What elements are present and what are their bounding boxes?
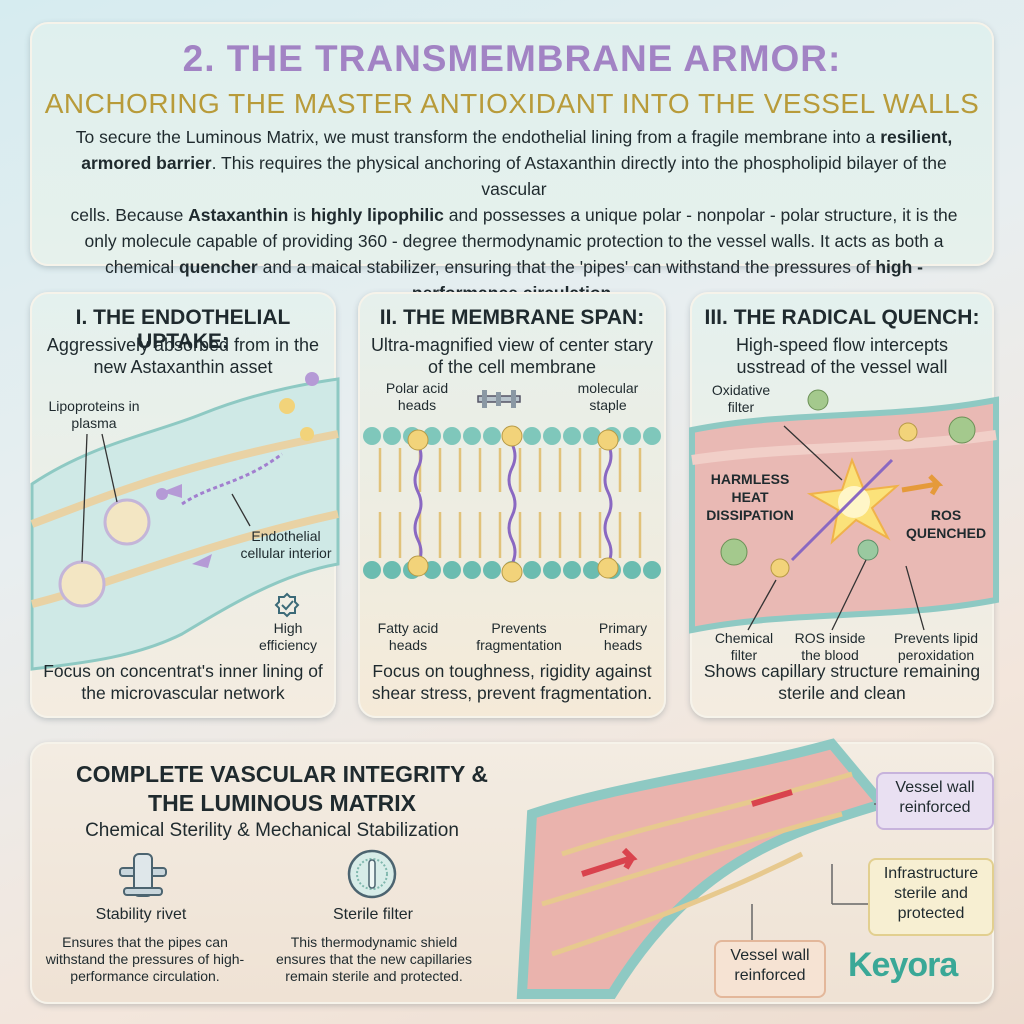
label-ros-quenched: ROS QUENCHED bbox=[905, 507, 987, 541]
filter-icon bbox=[347, 849, 397, 899]
label-chemical-filter: Chemical filter bbox=[714, 630, 774, 663]
feature-filter-desc: This thermodynamic shield ensures that t… bbox=[275, 934, 473, 984]
uptake-illustration bbox=[30, 372, 340, 671]
panel-subtitle: Ultra-magnified view of center stary of … bbox=[370, 335, 654, 377]
panel-footer: Focus on toughness, rigidity against she… bbox=[371, 661, 653, 703]
brand-logo: Keyora bbox=[848, 946, 958, 984]
panel-title: II. THE MEMBRANE SPAN: bbox=[379, 306, 645, 329]
panel-subtitle: High-speed flow intercepts usstread of t… bbox=[735, 335, 949, 377]
panel-title: I. THE ENDOTHELIAL UPTAKE: bbox=[75, 306, 291, 353]
label-molecular-staple: molecular staple bbox=[577, 380, 639, 413]
intro-paragraph-1: To secure the Luminous Matrix, we must t… bbox=[75, 127, 953, 199]
panel-footer: Shows capillary structure remaining ster… bbox=[703, 661, 981, 703]
label-harmless-heat: HARMLESS HEAT DISSIPATION bbox=[706, 471, 794, 523]
staple-icon bbox=[477, 390, 521, 408]
label-prevents-fragmentation: Prevents fragmentation bbox=[476, 620, 562, 653]
summary-subtitle: Chemical Sterility & Mechanical Stabiliz… bbox=[85, 820, 459, 841]
panel-membrane-span: II. THE MEMBRANE SPAN: Ultra-magnified v… bbox=[358, 292, 666, 718]
ros-particle bbox=[948, 416, 976, 444]
feature-filter-name: Sterile filter bbox=[332, 906, 414, 923]
label-lipid-peroxidation: Prevents lipid peroxidation bbox=[893, 630, 979, 663]
callout-vessel-wall: Vessel wall reinforced bbox=[876, 772, 994, 830]
rivet-icon bbox=[119, 853, 167, 897]
page-title: 2. THE TRANSMEMBRANE ARMOR: bbox=[182, 38, 842, 79]
bilayer-illustration bbox=[363, 425, 661, 583]
quench-illustration bbox=[689, 389, 999, 634]
callout-infrastructure: Infrastructure sterile and protected bbox=[868, 858, 994, 936]
badge-check-icon bbox=[274, 592, 300, 618]
astaxanthin-molecules bbox=[407, 425, 619, 583]
panel-endothelial-uptake: I. THE ENDOTHELIAL UPTAKE: Aggressively … bbox=[30, 292, 340, 718]
lipoprotein-particle bbox=[58, 560, 106, 608]
feature-rivet-desc: Ensures that the pipes can withstand the… bbox=[45, 934, 245, 984]
bilayer-tails bbox=[378, 448, 642, 558]
summary-title: COMPLETE VASCULAR INTEGRITY & THE LUMINO… bbox=[76, 761, 488, 816]
header-panel: 2. THE TRANSMEMBRANE ARMOR: ANCHORING TH… bbox=[30, 22, 994, 303]
intro-paragraph-2: cells. Because Astaxanthin is highly lip… bbox=[70, 205, 958, 303]
summary-panel: COMPLETE VASCULAR INTEGRITY & THE LUMINO… bbox=[30, 738, 994, 1004]
ros-particle bbox=[857, 539, 879, 561]
lipoprotein-particle bbox=[103, 498, 151, 546]
label-cellular-interior: Endothelial cellular interior bbox=[240, 528, 332, 561]
panel-subtitle: Aggressively absorbed from in the new As… bbox=[46, 335, 320, 377]
ros-particle bbox=[807, 389, 829, 411]
label-ros-blood: ROS inside the blood bbox=[794, 630, 866, 663]
label-polar-heads: Polar acid heads bbox=[385, 380, 449, 413]
label-oxidative-filter: Oxidative filter bbox=[711, 382, 771, 415]
page-subtitle: ANCHORING THE MASTER ANTIOXIDANT INTO TH… bbox=[44, 88, 980, 119]
label-lipoproteins: Lipoproteins in plasma bbox=[48, 398, 140, 431]
panel-footer: Focus on concentrat's inner lining of th… bbox=[43, 661, 323, 703]
panel-title: III. THE RADICAL QUENCH: bbox=[704, 306, 980, 329]
callout-vessel-wall-2: Vessel wall reinforced bbox=[714, 940, 826, 998]
panel-radical-quench: III. THE RADICAL QUENCH: High-speed flow… bbox=[689, 292, 999, 718]
feature-rivet-name: Stability rivet bbox=[95, 906, 187, 923]
label-primary-heads: Primary heads bbox=[598, 620, 648, 653]
label-fatty-acid-heads: Fatty acid heads bbox=[377, 620, 439, 653]
ros-particle bbox=[720, 538, 748, 566]
label-efficiency: High efficiency bbox=[258, 620, 318, 653]
